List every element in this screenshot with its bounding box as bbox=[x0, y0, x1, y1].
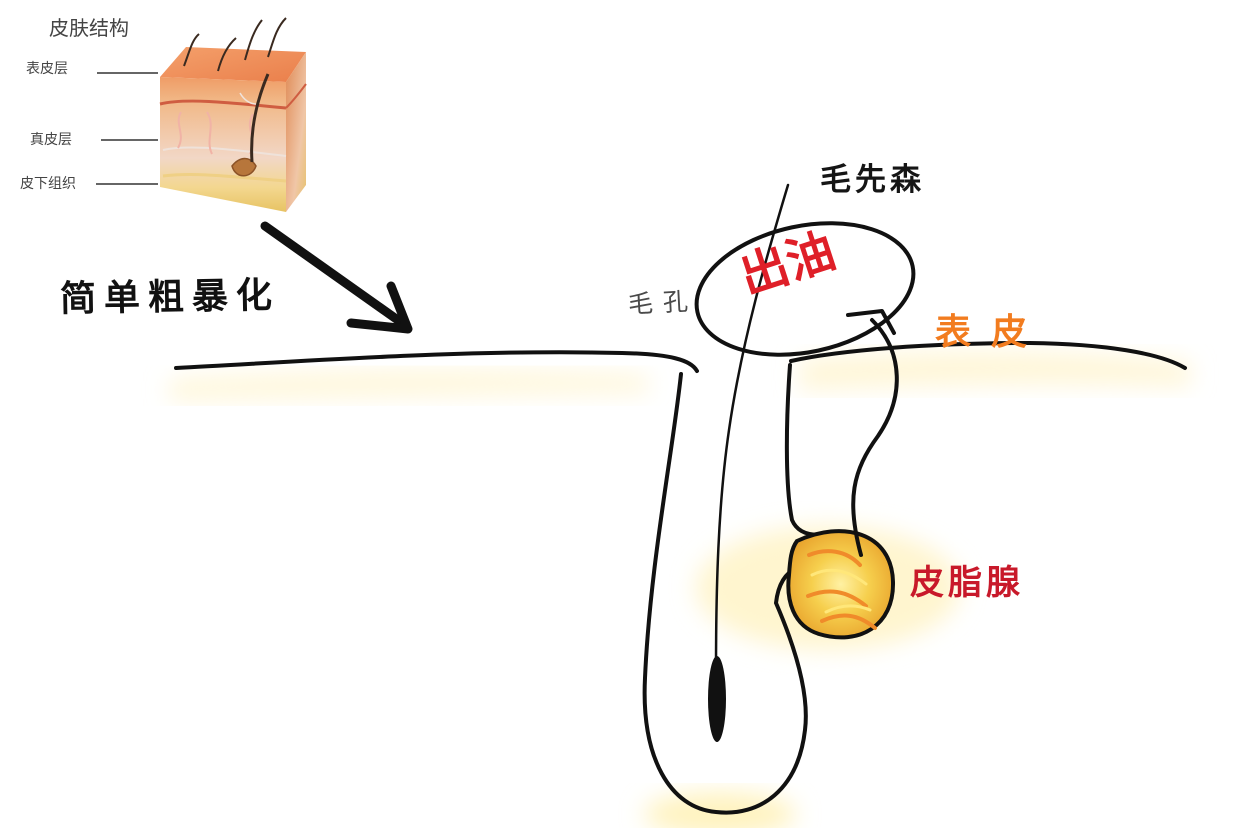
hair-follicle-label: 毛孔 bbox=[627, 286, 699, 319]
skin-inset-top-face bbox=[160, 47, 306, 82]
sebaceous-gland bbox=[786, 529, 896, 640]
oil-ellipse bbox=[694, 221, 916, 357]
down-arrow bbox=[260, 221, 413, 334]
hair-shaft bbox=[708, 183, 790, 742]
skin-inset-block bbox=[96, 17, 307, 212]
inset-label-dermis: 真皮层 bbox=[30, 132, 72, 148]
background-glow bbox=[170, 351, 1190, 828]
sebaceous-gland-label: 皮脂腺 bbox=[910, 563, 1024, 603]
diagram-caption: 简单粗暴化 bbox=[59, 275, 281, 320]
epidermis-label: 表皮 bbox=[935, 312, 1048, 353]
oil-arrow bbox=[846, 309, 899, 557]
inset-title: 皮肤结构 bbox=[49, 16, 129, 40]
skin-surface bbox=[174, 340, 1187, 373]
inset-label-subcutis: 皮下组织 bbox=[20, 176, 76, 192]
inset-label-epidermis: 表皮层 bbox=[26, 61, 68, 77]
hair-shaft-label: 毛先森 bbox=[820, 162, 925, 198]
